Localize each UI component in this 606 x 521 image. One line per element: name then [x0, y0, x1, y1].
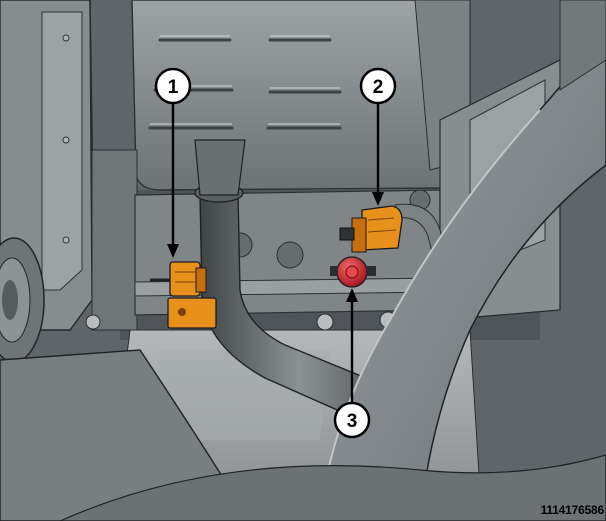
left-pulley [0, 237, 45, 363]
left-frame-inner [41, 11, 83, 291]
component-3-plug [330, 256, 376, 288]
left-bolts [62, 34, 70, 244]
component-1-sensor [150, 261, 217, 329]
pipe-top [194, 139, 246, 196]
callout-1-number: 1 [168, 77, 179, 98]
callout-2-number: 2 [373, 77, 384, 98]
callout-1-leader [167, 103, 179, 258]
crossmember-edge [319, 109, 541, 521]
callout-1: 1 [154, 67, 192, 105]
callout-2-leader [372, 103, 384, 206]
callout-3: 3 [333, 401, 371, 439]
figure-id-label: 1114176586 [540, 503, 605, 517]
callout-3-leader [346, 288, 358, 403]
component-2-connector [339, 205, 403, 253]
callout-2: 2 [359, 67, 397, 105]
callout-3-number: 3 [347, 411, 358, 432]
tank-ribs [148, 38, 342, 130]
right-bulkhead [559, 0, 606, 91]
bottom-arc [59, 454, 606, 521]
left-bracket [91, 149, 138, 331]
